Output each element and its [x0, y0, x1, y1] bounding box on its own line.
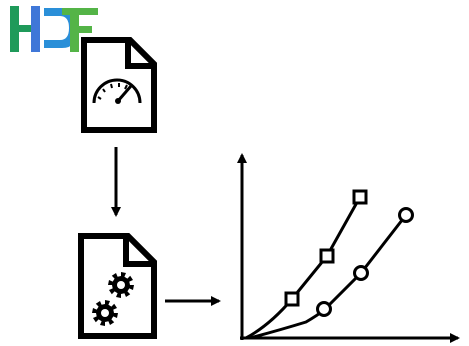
circle-marker-3 [398, 207, 414, 223]
performance-chart [237, 153, 460, 343]
square-marker-1 [284, 291, 300, 307]
circle-marker-2 [353, 265, 369, 281]
logo-f-top [62, 8, 98, 15]
logo-h-right-stem [31, 6, 40, 52]
hdf-logo [10, 6, 98, 52]
logo-f-mid [70, 26, 92, 33]
logo-h-bar [10, 25, 38, 32]
gear-hole [101, 309, 109, 317]
circle-marker-1 [316, 301, 332, 317]
square-marker-2 [319, 248, 335, 264]
large-gear-icon [108, 272, 134, 298]
series-square-line [245, 196, 362, 340]
square-marker-3 [352, 189, 368, 205]
speedometer-icon [92, 78, 142, 104]
small-gear-icon [92, 300, 118, 326]
logo-d [44, 8, 78, 48]
gears-document-icon [78, 233, 157, 339]
gear-hole [117, 281, 125, 289]
speedometer-document-icon [81, 37, 157, 133]
